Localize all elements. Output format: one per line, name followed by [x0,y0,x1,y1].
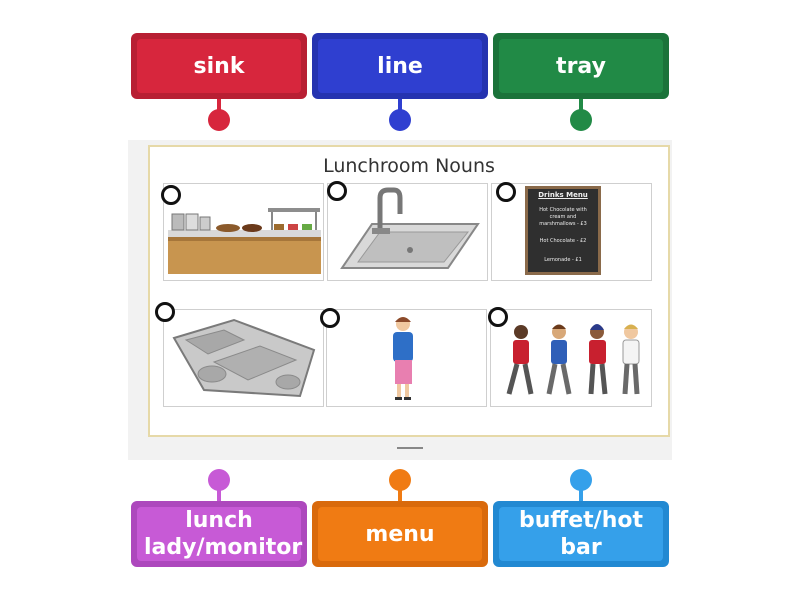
connector-dot[interactable] [389,109,411,131]
label-text: menu [365,521,435,547]
children-in-line-picture [490,309,652,407]
label-sink[interactable]: sink [131,33,307,99]
label-text: tray [556,53,606,79]
drop-target[interactable] [327,181,347,201]
connector-stem [579,99,583,113]
drop-target[interactable] [161,185,181,205]
drinks-menu-board-picture: Drinks Menu Hot Chocolate with cream and… [491,183,652,281]
label-text: line [377,53,423,79]
drop-target[interactable] [488,307,508,327]
drop-target[interactable] [155,302,175,322]
connector-dot[interactable] [208,109,230,131]
drop-target[interactable] [496,182,516,202]
label-text: sink [193,53,245,79]
scroll-indicator[interactable] [397,447,423,449]
food-tray-picture [163,309,324,407]
connector-dot[interactable] [570,469,592,491]
connector-stem [398,487,402,501]
label-text: buffet/hot bar [519,508,643,560]
label-line[interactable]: line [312,33,488,99]
connector-dot[interactable] [570,109,592,131]
drop-target[interactable] [320,308,340,328]
menu-item: Lemonade - £1 [544,257,582,263]
sink-picture [327,183,488,281]
connector-stem [398,99,402,113]
worksheet-title: Lunchroom Nouns [323,155,495,177]
buffet-counter-picture [163,183,324,281]
label-tray[interactable]: tray [493,33,669,99]
menu-item: Hot Chocolate with cream and marshmallow… [539,207,587,227]
label-menu[interactable]: menu [312,501,488,567]
connector-dot[interactable] [389,469,411,491]
connector-stem [217,487,221,501]
connector-stem [579,487,583,501]
label-text: lunch lady/monitor [144,508,303,560]
lunch-lady-picture [326,309,487,407]
label-lunch-lady[interactable]: lunch lady/monitor [131,501,307,567]
connector-dot[interactable] [208,469,230,491]
menu-heading: Drinks Menu [538,191,588,199]
label-buffet[interactable]: buffet/hot bar [493,501,669,567]
menu-item: Hot Chocolate - £2 [539,238,587,244]
connector-stem [217,99,221,113]
